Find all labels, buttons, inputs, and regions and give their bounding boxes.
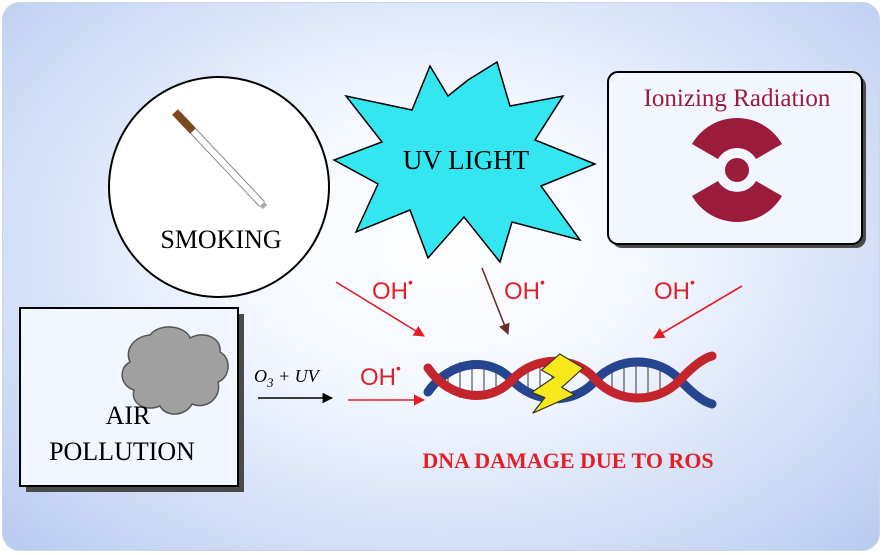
oh-radical-pollution: OH• [360,360,401,391]
lightning-bolt-icon [530,353,585,414]
damage-arrows [335,267,743,406]
ozone-symbol: O [254,366,267,386]
ozone-plus-uv: + UV [274,366,321,386]
oh-radical-smoking: OH• [372,274,413,305]
ionizing-radiation-source: Ionizing Radiation [607,71,866,248]
smoke-cloud-icon [121,326,229,415]
oh-radicals: OH• OH• OH• OH• [360,274,695,391]
uv-light-label: UV LIGHT [403,145,530,175]
dna-strand-blue [423,357,717,409]
dna-damage-label: DNA DAMAGE DUE TO ROS [422,448,713,473]
ozone-text: O3 + UV [254,366,321,390]
ozone-reaction: O3 + UV [254,366,334,404]
radiation-trefoil-icon [692,118,782,222]
ozone-subscript: 3 [266,375,274,390]
oh-radical-radiation: OH• [654,274,695,305]
cigarette-icon [172,109,268,210]
arrow-smoking-to-dna [335,281,425,337]
air-pollution-source: AIR POLLUTION [19,307,244,492]
oh-radical-uv: OH• [504,274,545,305]
arrow-uv-to-dna [481,267,510,336]
radiation-label: Ionizing Radiation [644,85,831,112]
smoking-source: SMOKING [108,76,330,298]
dna-strand-red [423,351,717,403]
uv-starburst [332,60,598,264]
radiation-box [607,71,863,245]
arrow-radiation-to-dna [653,285,743,339]
smoking-label: SMOKING [160,225,281,254]
uv-light-source: UV LIGHT [332,60,598,264]
smoking-circle [108,76,330,298]
air-label-line1: AIR [106,401,151,430]
air-label-line2: POLLUTION [49,437,195,466]
